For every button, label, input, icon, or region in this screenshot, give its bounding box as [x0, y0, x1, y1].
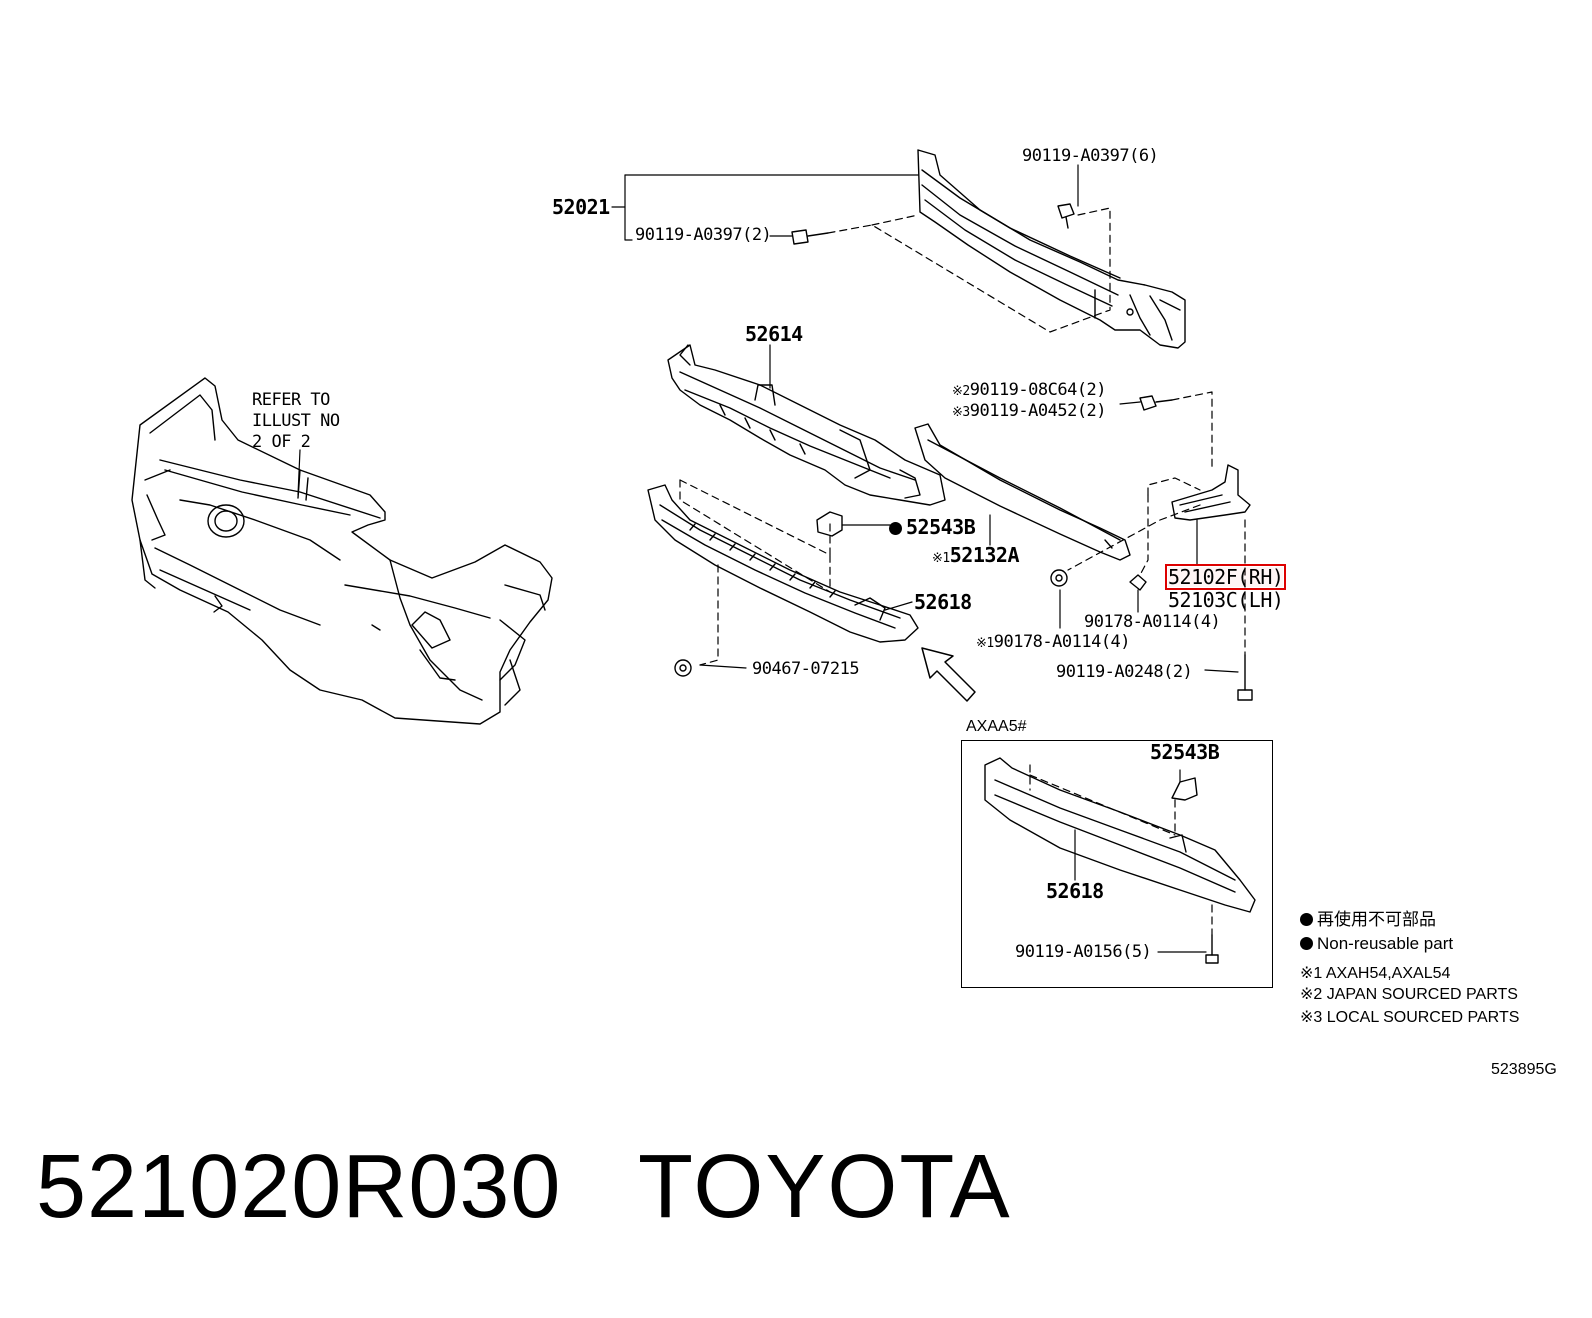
piece-52543b-drawing	[816, 511, 843, 537]
legend-nonreusable-jp: 再使用不可部品	[1300, 911, 1436, 928]
variant-code-label: AXAA5#	[966, 718, 1027, 735]
label-bolt-90119-a0248[interactable]: 90119-A0248(2)	[1056, 662, 1193, 682]
label-52543b-text: 52543B	[906, 515, 976, 539]
variant-52618-drawing	[984, 757, 1256, 964]
mark-1-nut: ※1	[976, 636, 994, 651]
refer-note-line3: 2 OF 2	[252, 432, 311, 452]
legend-nonreusable-jp-text: 再使用不可部品	[1317, 910, 1436, 929]
mark-3: ※3	[952, 405, 970, 420]
label-bolt-90119-08c64[interactable]: 90119-08C64(2)	[969, 380, 1107, 400]
bumper-cover-drawing	[131, 377, 553, 725]
label-52618[interactable]: 52618	[914, 590, 972, 614]
variant-dashed-lines	[1029, 764, 1213, 936]
label-52102f-rh-highlighted[interactable]: 52102F(RH)	[1164, 564, 1287, 590]
reinforcement-52021-drawing	[917, 149, 1186, 349]
absorber-52614-drawing	[667, 344, 946, 506]
footer-brand: TOYOTA	[638, 1137, 1012, 1237]
assembly-arrow	[921, 647, 976, 702]
leader-lines	[297, 164, 1239, 673]
label-nut-90178-a0114[interactable]: 90178-A0114(4)	[1084, 612, 1221, 632]
variant-label-bolt-90119-a0156[interactable]: 90119-A0156(5)	[1015, 942, 1152, 962]
bar-52132a-drawing	[914, 423, 1131, 561]
legend-dot-icon	[1300, 913, 1313, 926]
refer-note-line1: REFER TO	[252, 390, 330, 410]
label-52614[interactable]: 52614	[745, 322, 803, 346]
legend-nonreusable-en-text: Non-reusable part	[1317, 934, 1454, 953]
legend-note-3: ※3 LOCAL SOURCED PARTS	[1300, 1009, 1520, 1026]
label-bolt-90119-a0397-6[interactable]: 90119-A0397(6)	[1022, 146, 1159, 166]
label-bolt-90119-a0452[interactable]: 90119-A0452(2)	[969, 401, 1107, 421]
label-52021[interactable]: 52021	[552, 195, 610, 219]
label-52132a[interactable]: 52132A	[949, 543, 1020, 567]
mark-1-52132a: ※1	[932, 551, 950, 566]
label-nut-90178-a0114-alt[interactable]: 90178-A0114(4)	[993, 632, 1131, 652]
bracket-52102f-drawing	[1171, 464, 1251, 521]
assembly-dashed-lines	[679, 207, 1246, 666]
legend-dot-icon	[1300, 937, 1313, 950]
label-52103c-lh[interactable]: 52103C(LH)	[1168, 588, 1284, 612]
footer-part-number: 521020R030	[36, 1137, 562, 1237]
legend-note-1: ※1 AXAH54,AXAL54	[1300, 965, 1451, 982]
lower-absorber-52618-drawing	[647, 484, 919, 643]
label-clip-90467-07215[interactable]: 90467-07215	[752, 659, 860, 679]
legend-nonreusable-en: Non-reusable part	[1300, 935, 1453, 952]
label-52543b[interactable]: 52543B	[889, 515, 976, 539]
refer-note-line2: ILLUST NO	[252, 411, 340, 431]
variant-label-52618[interactable]: 52618	[1046, 879, 1104, 903]
nonreusable-dot-icon	[889, 522, 902, 535]
label-bolt-90119-a0397-2[interactable]: 90119-A0397(2)	[635, 225, 772, 245]
mark-2: ※2	[952, 384, 970, 399]
variant-inset-box	[961, 740, 1273, 988]
legend-note-2: ※2 JAPAN SOURCED PARTS	[1300, 986, 1518, 1003]
variant-label-52543b[interactable]: 52543B	[1150, 740, 1220, 764]
diagram-code: 523895G	[1491, 1061, 1557, 1078]
variant-leader-lines	[1074, 769, 1207, 953]
fasteners-drawing	[674, 203, 1253, 701]
